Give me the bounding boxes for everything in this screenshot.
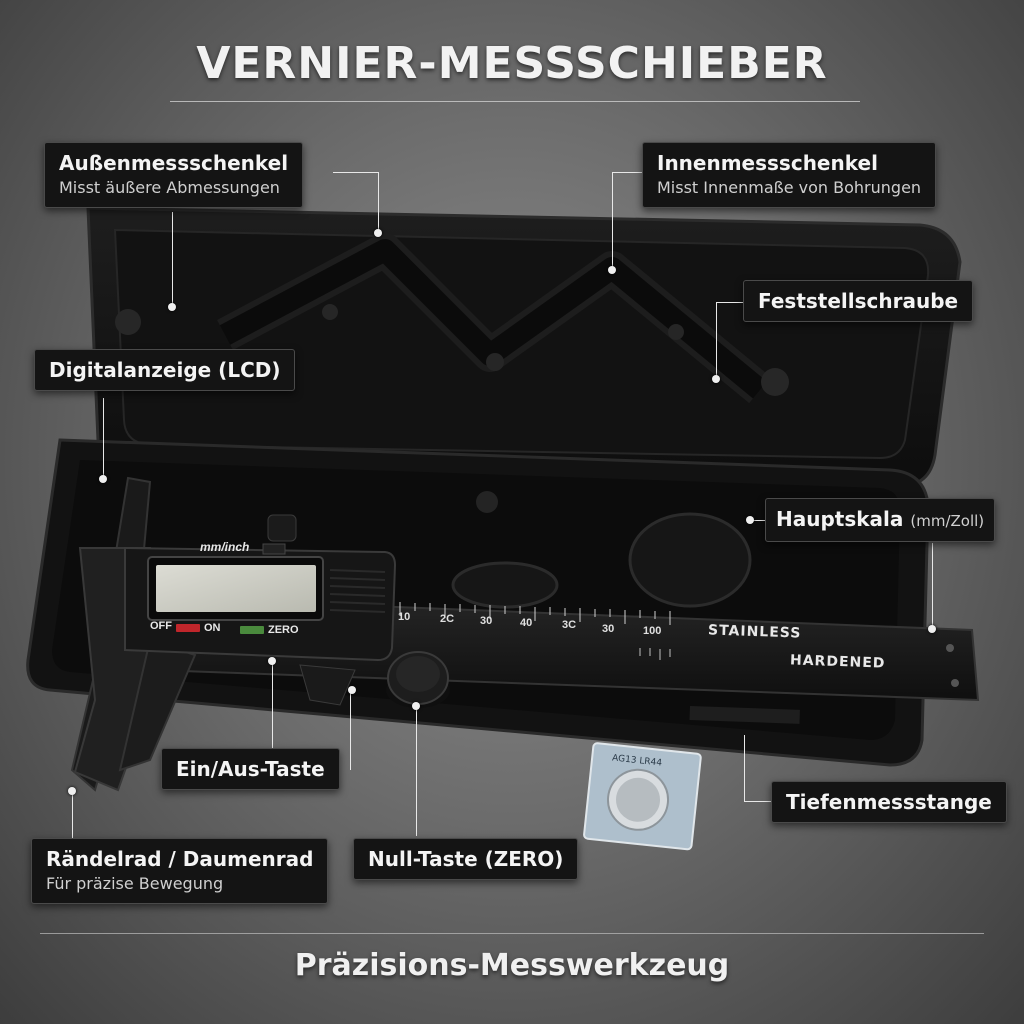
leader-dot xyxy=(412,702,420,710)
leader-line xyxy=(333,172,379,173)
leader-line xyxy=(750,520,766,521)
caliper-slider-body xyxy=(124,543,397,662)
callout-subtext: Misst Innenmaße von Bohrungen xyxy=(657,178,922,197)
page-title: VERNIER-MESSSCHIEBER xyxy=(196,38,828,89)
callout-subtext: (mm/Zoll) xyxy=(910,512,985,530)
scale-number: 2C xyxy=(440,613,455,625)
hardened-label: HARDENED xyxy=(789,652,886,672)
callout-main-scale: Hauptskala (mm/Zoll) xyxy=(765,498,996,542)
scale-number: 100 xyxy=(643,625,662,637)
callout-heading: Feststellschraube xyxy=(758,289,959,313)
scale-number: 40 xyxy=(520,617,533,629)
lock-screw-shape xyxy=(386,651,450,708)
callout-inner-jaws: Innenmessschenkel Misst Innenmaße von Bo… xyxy=(642,142,937,208)
leader-dot xyxy=(348,686,356,694)
scale-number: 3C xyxy=(562,619,577,631)
callout-heading: Digitalanzeige (LCD) xyxy=(49,358,281,382)
callout-thumb-wheel: Rändelrad / Daumenrad Für präzise Bewegu… xyxy=(31,838,329,904)
leader-line xyxy=(744,735,745,801)
callout-zero-button: Null-Taste (ZERO) xyxy=(353,838,579,880)
stainless-label: STAINLESS xyxy=(707,622,802,642)
leader-line xyxy=(103,398,104,478)
on-off-button-shape xyxy=(176,624,200,632)
leader-line xyxy=(744,801,772,802)
leader-dot xyxy=(99,475,107,483)
leader-line xyxy=(350,690,351,770)
scale-number: 30 xyxy=(480,615,493,627)
leader-line xyxy=(612,172,658,173)
leader-line xyxy=(72,795,73,840)
callout-heading: Ein/Aus-Taste xyxy=(176,757,325,781)
leader-dot xyxy=(168,303,176,311)
callout-depth-rod: Tiefenmessstange xyxy=(771,781,1007,823)
callout-heading: Null-Taste (ZERO) xyxy=(368,847,564,871)
leader-dot xyxy=(608,266,616,274)
zero-button-shape xyxy=(240,626,264,634)
lcd-screen xyxy=(156,565,316,612)
callout-subtext: Für präzise Bewegung xyxy=(46,874,224,893)
leader-dot xyxy=(928,625,936,633)
leader-dot xyxy=(746,516,754,524)
leader-dot xyxy=(68,787,76,795)
callout-outer-jaws: Außenmessschenkel Misst äußere Abmessung… xyxy=(44,142,304,208)
leader-line xyxy=(932,543,933,628)
callout-heading: Rändelrad / Daumenrad xyxy=(46,847,314,871)
callout-power-button: Ein/Aus-Taste xyxy=(161,748,340,790)
battery-blister xyxy=(583,742,702,851)
on-label: ON xyxy=(204,622,221,634)
leader-line xyxy=(716,302,717,378)
zero-label: ZERO xyxy=(268,624,299,636)
title-divider xyxy=(170,101,860,102)
thumb-wheel-shape xyxy=(267,514,356,706)
leader-dot xyxy=(374,229,382,237)
case-lid xyxy=(86,206,962,488)
depth-rod-shape xyxy=(689,705,800,724)
callout-heading: Innenmessschenkel xyxy=(657,151,878,175)
unit-button-label: mm/inch xyxy=(200,540,250,554)
callout-heading: Tiefenmessstange xyxy=(786,790,992,814)
leader-line xyxy=(172,212,173,306)
leader-dot xyxy=(712,375,720,383)
callout-lcd: Digitalanzeige (LCD) xyxy=(34,349,296,391)
callout-heading-row: Hauptskala (mm/Zoll) xyxy=(776,507,984,533)
callout-heading: Außenmessschenkel xyxy=(59,151,289,175)
leader-line xyxy=(272,662,273,770)
footer-caption: Präzisions-Messwerkzeug xyxy=(294,948,730,983)
leader-line xyxy=(716,302,744,303)
scale-number: 30 xyxy=(602,623,615,635)
footer-divider xyxy=(40,933,984,934)
callout-heading: Hauptskala xyxy=(776,507,904,531)
callout-lock-screw: Feststellschraube xyxy=(743,280,974,322)
callout-subtext: Misst äußere Abmessungen xyxy=(59,178,280,197)
leader-line xyxy=(612,172,613,268)
leader-dot xyxy=(268,657,276,665)
leader-line xyxy=(416,706,417,836)
unit-button-shape xyxy=(262,543,286,555)
scale-number: 10 xyxy=(398,611,411,623)
leader-line xyxy=(378,172,379,232)
off-label: OFF xyxy=(150,620,172,632)
